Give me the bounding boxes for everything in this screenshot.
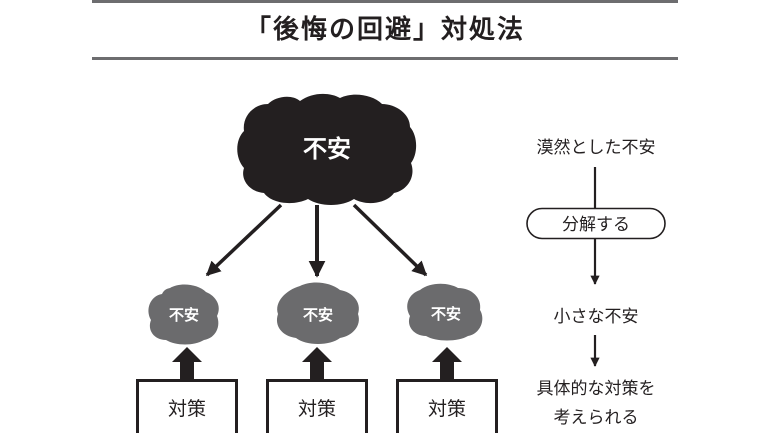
countermeasure-label: 対策 xyxy=(168,398,206,420)
small-anxiety-cloud-3: 不安 xyxy=(407,283,483,341)
bottom-rule xyxy=(92,57,678,60)
main-anxiety-cloud: 不安 xyxy=(237,93,417,205)
flow-step-vague-anxiety: 漠然とした不安 xyxy=(537,138,656,158)
countermeasure-box-1: 対策 xyxy=(136,379,238,433)
top-rule xyxy=(92,0,678,3)
main-cloud-shape xyxy=(237,93,417,205)
small-cloud-label: 不安 xyxy=(303,306,333,324)
small-cloud-shape xyxy=(148,284,219,345)
countermeasure-label: 対策 xyxy=(428,398,466,420)
arrow-left xyxy=(205,203,283,277)
main-cloud-label: 不安 xyxy=(303,135,351,163)
up-arrow-1 xyxy=(172,347,202,380)
flow-step-concrete-line1: 具体的な対策を xyxy=(537,379,656,399)
flow-action-label: 分解する xyxy=(562,215,630,235)
small-cloud-shape xyxy=(407,283,483,341)
flow-action-pill xyxy=(526,207,666,240)
countermeasure-label: 対策 xyxy=(298,398,336,420)
flow-step-concrete-line2: 考えられる xyxy=(554,408,639,428)
flow-step-small-anxiety: 小さな不安 xyxy=(554,307,639,327)
small-anxiety-cloud-1: 不安 xyxy=(148,284,219,345)
up-arrow-icon xyxy=(172,347,202,380)
countermeasure-box-2: 対策 xyxy=(266,379,368,433)
page-title: 「後悔の回避」対処法 xyxy=(244,15,525,45)
up-arrow-icon xyxy=(302,347,332,380)
small-anxiety-cloud-2: 不安 xyxy=(276,282,359,344)
right-flow: 漠然とした不安 分解する 小さな不安 具体的な対策を 考えられる xyxy=(526,138,666,428)
up-arrow-3 xyxy=(432,347,462,380)
arrow-right xyxy=(352,203,428,277)
small-cloud-shape xyxy=(276,282,359,344)
small-cloud-label: 不安 xyxy=(431,305,461,323)
countermeasure-box-3: 対策 xyxy=(396,379,498,433)
up-arrow-2 xyxy=(302,347,332,380)
small-cloud-label: 不安 xyxy=(169,306,199,324)
up-arrow-icon xyxy=(432,347,462,380)
